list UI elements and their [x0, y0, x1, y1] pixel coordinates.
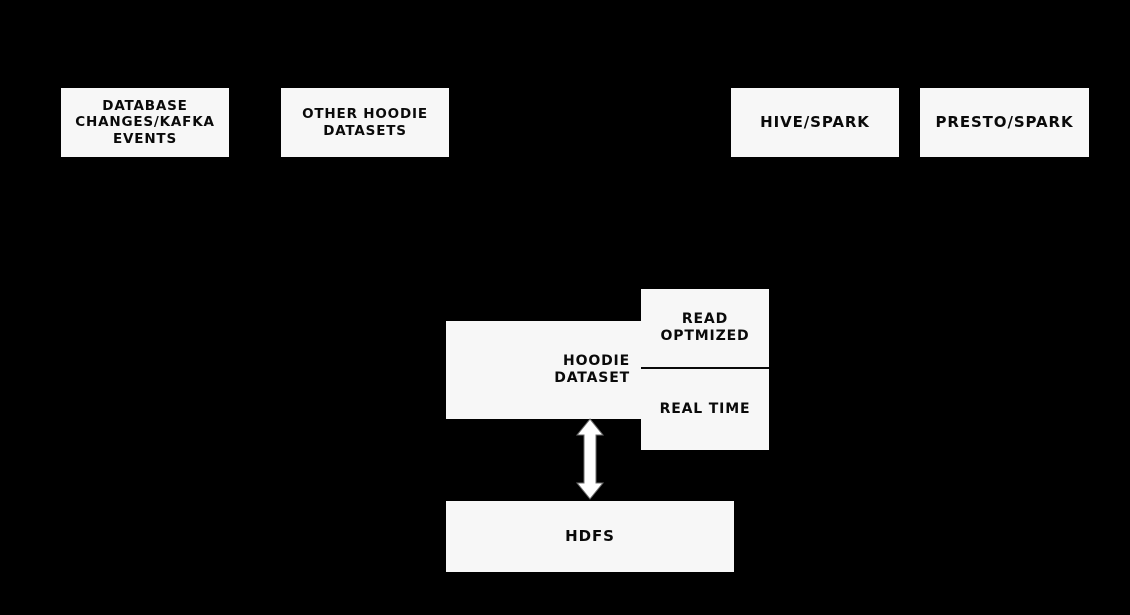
- node-label: HIVE/SPARK: [760, 113, 870, 132]
- bidirectional-arrow-icon: [575, 418, 605, 500]
- node-label: REAL TIME: [659, 401, 751, 418]
- node-label: OTHER HOODIE DATASETS: [302, 106, 428, 139]
- node-label: PRESTO/SPARK: [935, 113, 1074, 132]
- node-label: HDFS: [565, 527, 615, 546]
- node-hdfs[interactable]: HDFS: [446, 501, 734, 572]
- node-read-optimized-view[interactable]: READ OPTMIZED: [641, 289, 769, 369]
- node-other-hoodie-datasets[interactable]: OTHER HOODIE DATASETS: [281, 88, 449, 157]
- node-label: HOODIE DATASET: [554, 352, 630, 386]
- node-label: READ OPTMIZED: [660, 310, 750, 344]
- node-label: DATABASE CHANGES/KAFKA EVENTS: [75, 97, 215, 147]
- node-hive-spark[interactable]: HIVE/SPARK: [731, 88, 899, 157]
- node-hoodie-dataset[interactable]: HOODIE DATASET: [446, 321, 642, 419]
- node-presto-spark[interactable]: PRESTO/SPARK: [920, 88, 1089, 157]
- node-real-time-view[interactable]: REAL TIME: [641, 370, 769, 450]
- node-database-changes-kafka-events[interactable]: DATABASE CHANGES/KAFKA EVENTS: [61, 88, 229, 157]
- dataset-views-stack: READ OPTMIZED REAL TIME: [641, 289, 769, 450]
